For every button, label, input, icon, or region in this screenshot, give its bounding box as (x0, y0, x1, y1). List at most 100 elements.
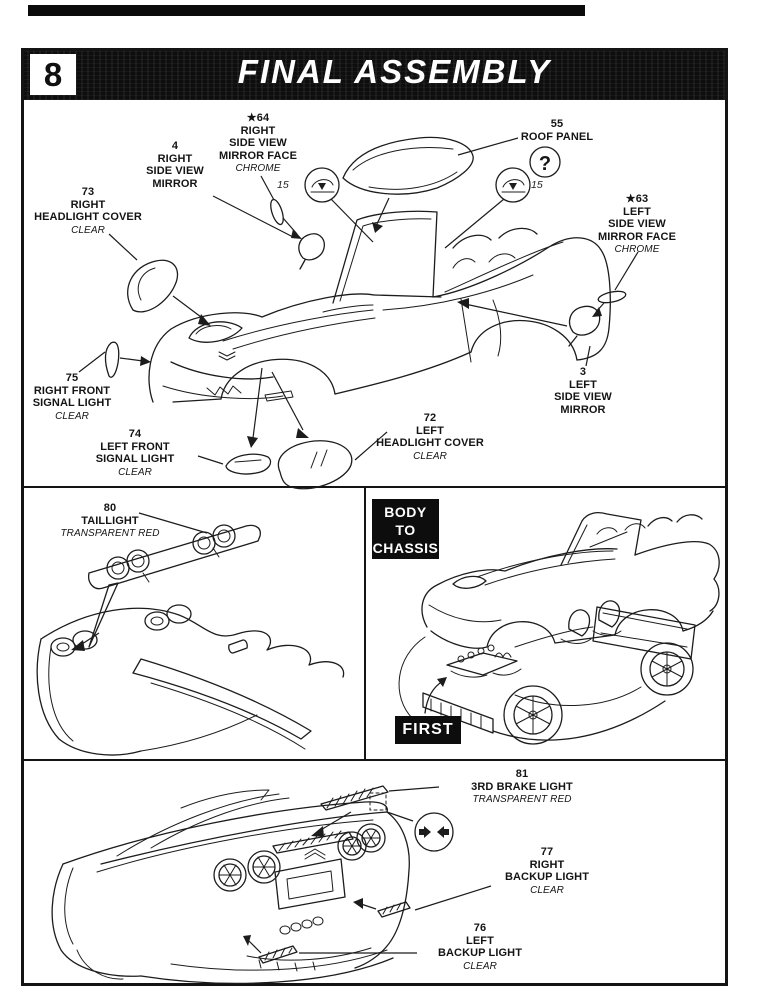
left-mirror-face-part (592, 251, 639, 317)
part-label-4: 4 RIGHT SIDE VIEW MIRROR (130, 140, 220, 190)
part-name-line: SIDE VIEW (229, 137, 287, 149)
right-mirror-face-part (260, 175, 302, 239)
part-name-line: LEFT (623, 205, 651, 218)
part-number: 72 (423, 412, 437, 424)
page-title: FINAL ASSEMBLY (237, 53, 552, 90)
badge-line: CHASSIS (372, 540, 439, 556)
part-finish: CHROME (235, 163, 281, 174)
part-finish: CLEAR (530, 884, 564, 896)
badge-line: BODY (384, 504, 427, 520)
part-finish: CLEAR (463, 960, 497, 972)
part-label-63: ★63 LEFT SIDE VIEW MIRROR FACE CHROME (582, 193, 692, 257)
roof-panel-leader (457, 137, 519, 156)
locator-symbol-right (444, 167, 531, 249)
step-number-box: 8 (30, 54, 76, 95)
part-name-line: SIDE VIEW (608, 218, 666, 230)
part-label-64: ★64 RIGHT SIDE VIEW MIRROR FACE CHROME (203, 112, 313, 176)
step-header-bar: 8 FINAL ASSEMBLY (21, 48, 728, 100)
part-name-line: HEADLIGHT COVER (34, 211, 142, 223)
part-name-line: SIDE VIEW (554, 391, 612, 403)
page-border-frame (21, 48, 728, 986)
part-label-81: 81 3RD BRAKE LIGHT TRANSPARENT RED (442, 768, 602, 807)
part-finish: CLEAR (71, 224, 105, 236)
part-number: 80 (103, 502, 117, 514)
part-name-line: 3RD BRAKE LIGHT (471, 780, 573, 793)
part-name-line: RIGHT (529, 858, 565, 871)
part-label-74: 74 LEFT FRONT SIGNAL LIGHT CLEAR (80, 428, 190, 479)
insert-direction-wedge (71, 582, 119, 651)
part-finish: CLEAR (413, 450, 447, 462)
part-label-80: 80 TAILLIGHT TRANSPARENT RED (35, 502, 185, 541)
section-divider-2 (23, 759, 726, 761)
part-name-line: SIGNAL LIGHT (32, 397, 112, 409)
part-number: 76 (473, 922, 487, 934)
part-number: 55 (550, 118, 564, 130)
chassis-drawing (422, 600, 696, 745)
body-shell-drawing (398, 512, 720, 720)
part-label-75: 75 RIGHT FRONT SIGNAL LIGHT CLEAR (17, 372, 127, 423)
part-name-line: BACKUP LIGHT (504, 871, 590, 883)
car-body-drawing (148, 210, 611, 403)
section-divider-1 (23, 486, 726, 488)
left-headlight-cover-part (271, 371, 388, 490)
part-name-line: MIRROR FACE (597, 230, 677, 243)
part-finish: CHROME (614, 244, 660, 255)
screw-count-right: 15 (531, 179, 543, 191)
part-name-line: RIGHT (240, 124, 276, 137)
part-label-55: 55 ROOF PANEL (497, 118, 617, 143)
part-name-line: SIDE VIEW (146, 165, 204, 177)
locator-symbol-left (304, 167, 374, 243)
part-number: 74 (128, 428, 142, 440)
body-to-chassis-drawing (398, 512, 720, 745)
right-backup-light-part (353, 885, 492, 918)
part-finish: TRANSPARENT RED (60, 528, 160, 539)
rear-car-drawing (51, 789, 410, 984)
left-backup-light-part (243, 935, 417, 964)
cement-symbol (414, 812, 454, 852)
part-number: 3 (579, 366, 587, 378)
part-finish: CLEAR (118, 466, 152, 478)
screw-count-left: 15 (277, 179, 289, 191)
part-name-line: LEFT FRONT (100, 440, 170, 453)
part-name-line: BACKUP LIGHT (437, 947, 523, 959)
part-name-line: LEFT (416, 424, 444, 437)
taillight-bar-part (88, 512, 261, 590)
part-number: 73 (81, 186, 95, 198)
part-finish: TRANSPARENT RED (472, 794, 572, 805)
body-to-chassis-badge: BODY TO CHASSIS (372, 499, 439, 559)
part-name-line: TAILLIGHT (81, 514, 139, 527)
part-name-line: RIGHT FRONT (33, 384, 111, 397)
scan-edge-artifact (28, 5, 585, 16)
rear-inner-panel-drawing (36, 604, 345, 756)
part-finish: CLEAR (55, 410, 89, 422)
section-divider-vertical (364, 487, 366, 761)
part-label-72: 72 LEFT HEADLIGHT COVER CLEAR (360, 412, 500, 463)
left-mirror-part (457, 298, 601, 367)
part-name-line: ROOF PANEL (520, 130, 594, 143)
badge-line: TO (395, 522, 416, 538)
part-name-line: RIGHT (70, 198, 106, 211)
question-mark-symbol: ? (529, 146, 561, 178)
part-label-76: 76 LEFT BACKUP LIGHT CLEAR (420, 922, 540, 973)
left-front-signal-part (197, 367, 272, 475)
right-headlight-cover-part (108, 233, 211, 326)
part-number: 77 (540, 846, 554, 858)
part-label-77: 77 RIGHT BACKUP LIGHT CLEAR (487, 846, 607, 897)
part-name-line: LEFT (466, 934, 494, 947)
placement-dashed-box (369, 792, 414, 822)
part-number: ★63 (625, 193, 649, 205)
right-front-signal-part (78, 341, 151, 378)
part-number: 81 (515, 768, 529, 780)
part-name-line: SIGNAL LIGHT (95, 453, 175, 465)
part-number: ★64 (246, 112, 270, 124)
part-name-line: MIRROR FACE (218, 149, 298, 162)
taillight-install-drawing (36, 512, 345, 756)
rear-lights-drawing (51, 785, 492, 984)
right-mirror-part (212, 195, 325, 270)
part-name-line: RIGHT (157, 152, 193, 165)
part-name-line: HEADLIGHT COVER (376, 437, 484, 449)
part-name-line: LEFT (569, 378, 597, 391)
part-name-line: MIRROR (560, 403, 606, 416)
part-number: 4 (171, 140, 179, 152)
